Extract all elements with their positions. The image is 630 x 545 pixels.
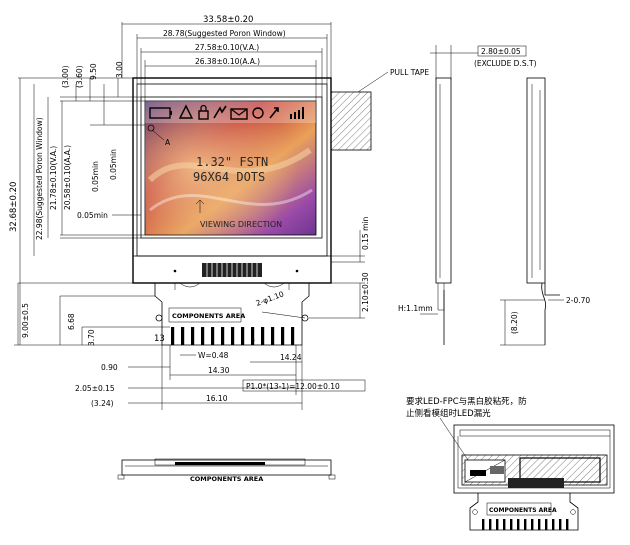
dim-2-070: 2-0.70: [566, 296, 590, 305]
dim-outline-height: 32.68±0.20: [9, 182, 19, 232]
dim-015min: 0.15 min: [361, 217, 370, 250]
module-outline: [132, 77, 332, 284]
side-right-body: [526, 77, 546, 284]
signal-icon: [290, 107, 304, 119]
dim-14-24: 14.24: [280, 353, 302, 362]
dim-3-00-paren: (3.00): [61, 65, 70, 88]
size-label: 1.32" FSTN: [196, 155, 268, 169]
detail-frame: [453, 424, 615, 494]
dim-pin-width: W=0.48: [198, 351, 229, 360]
bottom-view: COMPONENTS AREA: [117, 458, 336, 483]
dim-9-50: 9.50: [89, 63, 98, 80]
dim-aa-width: 26.38±0.10(A.A.): [195, 57, 260, 66]
dim-005min-c: 0.05min: [77, 211, 108, 220]
pull-tape: [330, 91, 372, 151]
bottom-body: [121, 459, 332, 476]
icon-row: [149, 104, 304, 120]
top-dimensions: 33.58±0.20 28.78(Suggested Poron Window)…: [121, 15, 332, 101]
viewing-arrow-icon: [195, 199, 205, 213]
viewing-area: [140, 96, 323, 239]
dim-3-24: (3.24): [91, 399, 114, 408]
thickness-note: (EXCLUDE D.S.T): [474, 59, 537, 68]
viewing-direction: VIEWING DIRECTION: [200, 220, 282, 229]
dim-8-20: (8.20): [510, 311, 519, 334]
dim-poron-width: 28.78(Suggested Poron Window): [163, 29, 286, 38]
note-line-1: 要求LED-FPC与黑白胶粘死，防: [406, 396, 527, 407]
detail-components-label: COMPONENTS AREA: [489, 507, 557, 514]
dim-poron-height: 22.98(Suggested Poron Window): [35, 117, 44, 240]
dim-aa-height: 20.58±0.10(A.A.): [63, 145, 72, 210]
marker-label: A: [165, 138, 171, 147]
dim-005min-b: 0.05min: [109, 149, 118, 180]
components-area-label: COMPONENTS AREA: [172, 312, 245, 320]
call-icon: [269, 107, 279, 119]
left-dimensions: 32.68±0.20 22.98(Suggested Poron Window)…: [9, 61, 170, 346]
hole-label: 2-φ1.10: [255, 289, 286, 307]
resolution-label: 96X64 DOTS: [193, 170, 265, 184]
dim-tail-length: 9.00±0.5: [21, 303, 30, 338]
pin-13-label: 13: [154, 334, 165, 344]
dim-2-05: 2.05±0.15: [75, 384, 115, 393]
dim-3-60-paren: (3.60): [75, 65, 84, 88]
h-label: H:1.1mm: [398, 304, 433, 313]
dim-16-10: 16.10: [206, 394, 228, 403]
bell-icon: [178, 104, 194, 119]
dim-3-70: 3.70: [87, 329, 96, 346]
side-left-body: [435, 77, 452, 284]
dim-0-90: 0.90: [101, 363, 118, 372]
fpc-pins: [171, 327, 295, 345]
pin-1-label: 1: [250, 334, 255, 344]
bottom-components-label: COMPONENTS AREA: [190, 475, 263, 483]
arrow-icon: [213, 105, 227, 119]
dim-6-68: 6.68: [67, 313, 76, 330]
side-view: 2.80±0.05 (EXCLUDE D.S.T) H:1.1mm 2-0.70…: [398, 45, 590, 346]
dim-2-10: 2.10±0.30: [361, 272, 370, 312]
dim-pitch: P1.0*(13-1)=12.00±0.10: [246, 382, 340, 391]
dim-14-30: 14.30: [208, 366, 230, 375]
dim-va-height: 21.78±0.10(V.A.): [49, 146, 58, 210]
fpc-hole-right: [301, 314, 309, 322]
lock-icon: [198, 110, 209, 120]
pull-tape-label: PULL TAPE: [390, 68, 429, 77]
note-line-2: 止侧看模组时LED漏光: [406, 408, 491, 419]
bottom-dimensions: 0.90 W=0.48 14.30 14.24 2.05±0.15 P1.0*(…: [75, 345, 366, 410]
thickness-dim: 2.80±0.05: [481, 47, 521, 56]
dim-outline-width: 33.58±0.20: [203, 15, 253, 25]
detail-view: COMPONENTS AREA: [453, 424, 615, 531]
dim-005min-a: 0.05min: [91, 161, 100, 192]
dim-3-00: 3.00: [115, 61, 124, 78]
fpc-hole-left: [155, 314, 163, 322]
dim-va-width: 27.58±0.10(V.A.): [195, 43, 259, 52]
front-view: A 1.32" FSTN 96X64 DOTS VIEWING DIRECTIO…: [132, 77, 332, 346]
alarm-icon: [252, 107, 264, 119]
mail-icon: [230, 108, 248, 120]
